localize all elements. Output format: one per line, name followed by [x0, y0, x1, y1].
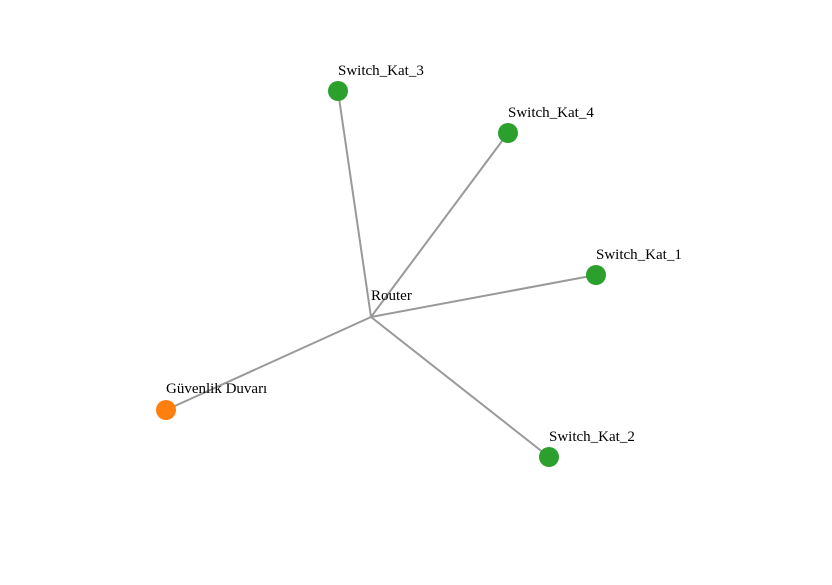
node-circle-sw2[interactable]	[539, 447, 559, 467]
node-sw4[interactable]: Switch_Kat_4	[498, 105, 594, 143]
edge-router-sw4	[370, 132, 509, 318]
node-circle-sw1[interactable]	[586, 265, 606, 285]
node-label-router: Router	[371, 288, 412, 304]
node-sw2[interactable]: Switch_Kat_2	[539, 429, 635, 467]
node-circle-fw[interactable]	[156, 400, 176, 420]
node-label-sw1: Switch_Kat_1	[596, 247, 682, 263]
edge-router-sw2	[370, 316, 550, 458]
node-circle-sw3[interactable]	[328, 81, 348, 101]
node-fw[interactable]: Güvenlik Duvarı	[156, 381, 267, 420]
edge-router-fw	[165, 316, 372, 411]
node-circle-sw4[interactable]	[498, 123, 518, 143]
edge-router-sw3	[337, 90, 372, 318]
node-router[interactable]: Router	[371, 288, 412, 304]
node-label-sw2: Switch_Kat_2	[549, 429, 635, 445]
node-label-sw4: Switch_Kat_4	[508, 105, 594, 121]
node-sw3[interactable]: Switch_Kat_3	[328, 63, 424, 101]
edge-router-sw1	[370, 274, 597, 318]
node-label-fw: Güvenlik Duvarı	[166, 381, 267, 397]
node-label-sw3: Switch_Kat_3	[338, 63, 424, 79]
edge-layer	[165, 90, 597, 458]
node-sw1[interactable]: Switch_Kat_1	[586, 247, 682, 285]
node-layer: Router Switch_Kat_3Switch_Kat_4Switch_Kat…	[156, 63, 682, 467]
